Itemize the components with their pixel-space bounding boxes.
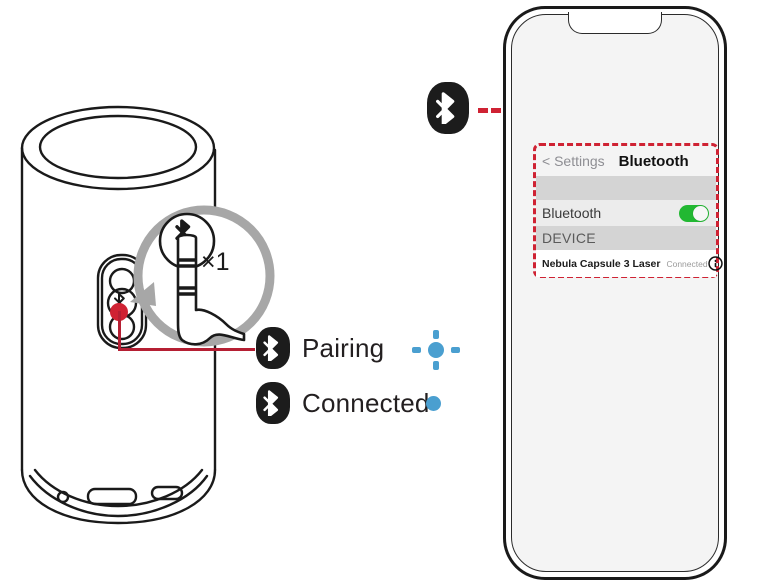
speaker-base-inner (33, 468, 204, 508)
press-magnifier-callout (130, 205, 275, 347)
port-usbc-hdmi (86, 487, 138, 506)
info-icon[interactable] (707, 256, 723, 271)
bluetooth-icon (256, 327, 290, 369)
legend-item-connected: Connected (256, 382, 430, 424)
speaker-base-outer (28, 474, 209, 518)
port-secondary (150, 485, 184, 501)
speaker-top-inner (38, 114, 198, 180)
device-status: Connected (666, 258, 708, 269)
speaker-top-rim (20, 105, 216, 191)
bluetooth-toggle-switch[interactable] (679, 204, 709, 222)
speaker-bottom-curve (20, 468, 217, 525)
bluetooth-toggle-row[interactable]: Bluetooth (536, 200, 716, 226)
legend-item-pairing: Pairing (256, 327, 384, 369)
phone-screen (511, 14, 719, 572)
device-section-header-label: DEVICE (542, 230, 596, 246)
page-title: Bluetooth (618, 152, 689, 170)
callout-line-vertical (118, 311, 121, 351)
legend-label-pairing: Pairing (302, 332, 385, 363)
callout-line-horizontal (118, 348, 255, 351)
magnifier-pointer (130, 282, 156, 306)
device-list-item[interactable]: Nebula Capsule 3 Laser Connected (536, 250, 723, 277)
spacer-band (536, 176, 716, 200)
bluetooth-settings-panel: < Settings Bluetooth Bluetooth DEVICE Ne… (533, 143, 723, 278)
toggle-knob (693, 205, 708, 221)
port-round-dc (56, 490, 70, 504)
press-count-label: ×1 (201, 248, 230, 276)
device-name: Nebula Capsule 3 Laser (542, 257, 661, 270)
back-to-settings-link[interactable]: < Settings (542, 153, 605, 169)
bluetooth-row-label: Bluetooth (542, 205, 602, 221)
phone-notch (568, 12, 662, 34)
settings-nav-bar: < Settings Bluetooth (536, 146, 716, 176)
finger-illustration (176, 233, 246, 346)
solid-led-indicator-icon (426, 396, 441, 411)
bluetooth-icon (427, 82, 469, 134)
device-section-header: DEVICE (536, 226, 716, 250)
legend-label-connected: Connected (302, 387, 430, 418)
bluetooth-icon (256, 382, 290, 424)
bluetooth-connection-dashed-line (478, 108, 514, 113)
blinking-led-indicator-icon (412, 330, 460, 370)
